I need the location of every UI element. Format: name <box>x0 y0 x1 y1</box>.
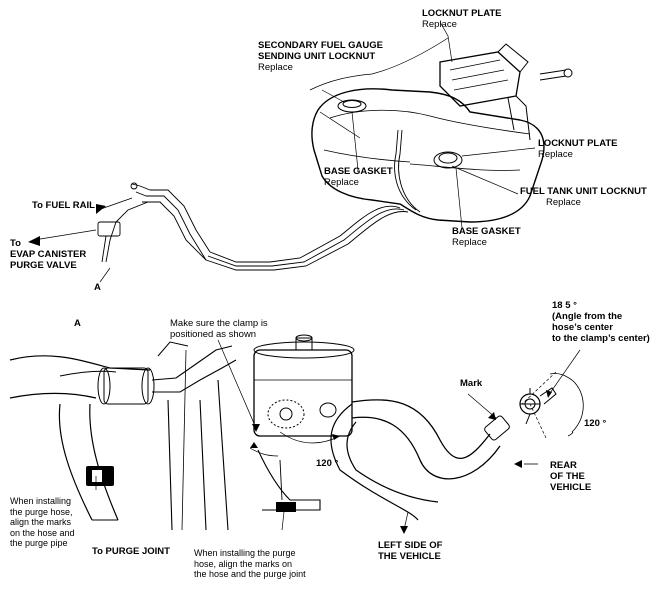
label-note: Replace <box>324 177 359 188</box>
label-line2: positioned as shown <box>170 329 257 340</box>
label-line3: align the marks <box>10 517 72 527</box>
label-line1: When installing <box>10 496 72 506</box>
evap-canister-assembly <box>439 43 573 141</box>
label-note: Replace <box>452 237 487 248</box>
label-line2: hose, align the marks on <box>194 558 293 569</box>
section-label-a: A <box>74 318 81 329</box>
label-line5: the purge pipe <box>10 538 68 548</box>
fuel-lines <box>97 129 421 271</box>
label-line1: (Angle from the <box>552 311 623 322</box>
label-base-gasket-left: BASE GASKET Replace <box>324 166 393 188</box>
label-line2: the purge hose, <box>10 506 73 517</box>
label-to-purge-joint: To PURGE JOINT <box>92 546 170 557</box>
label-clamp-note: Make sure the clamp is positioned as sho… <box>170 318 268 340</box>
label-title: LOCKNUT PLATE <box>538 138 618 149</box>
label-title: FUEL TANK UNIT LOCKNUT <box>520 186 647 197</box>
label-angle-120-center: 120 ° <box>316 458 339 469</box>
label-install-left: When installing the purge hose, align th… <box>10 496 75 549</box>
detail-arrowheads <box>250 390 552 534</box>
fuel-tank <box>311 88 545 223</box>
label-line4: on the hose and <box>10 527 75 538</box>
label-line2: EVAP CANISTER <box>10 249 87 260</box>
label-mark: Mark <box>460 378 483 389</box>
label-install-center: When installing the purge hose, align th… <box>194 548 306 580</box>
label-title: BASE GASKET <box>324 166 393 177</box>
label-note: Replace <box>546 197 581 208</box>
label-note: Replace <box>258 62 293 73</box>
purge-hose <box>330 399 510 521</box>
label-left-side: LEFT SIDE OF THE VEHICLE <box>378 540 442 562</box>
label-line2: OF THE <box>550 471 585 482</box>
label-angle-120-right: 120 ° <box>584 418 607 429</box>
label-locknut-plate-top: LOCKNUT PLATE Replace <box>422 8 502 30</box>
label-title: LOCKNUT PLATE <box>422 8 502 19</box>
label-angle-185: 18 5 ° (Angle from the hose’s center to … <box>552 300 650 344</box>
label-line3: to the clamp’s center) <box>552 333 650 344</box>
label-line1: To <box>10 238 21 249</box>
label-title-line2: SENDING UNIT LOCKNUT <box>258 51 376 62</box>
label-title-line1: SECONDARY FUEL GAUGE <box>258 40 383 51</box>
label-base-gasket-right: BASE GASKET Replace <box>452 226 521 248</box>
label-rear-of-vehicle: REAR OF THE VEHICLE <box>550 460 591 493</box>
label-line3: the hose and the purge joint <box>194 569 306 579</box>
top-arrows <box>28 197 133 283</box>
callout-a-top: A <box>94 282 101 293</box>
label-secondary-locknut: SECONDARY FUEL GAUGE SENDING UNIT LOCKNU… <box>258 40 383 73</box>
label-to-evap: To EVAP CANISTER PURGE VALVE <box>10 238 86 271</box>
top-leaders <box>309 21 536 229</box>
label-title: BASE GASKET <box>452 226 521 237</box>
label-to-fuel-rail: To FUEL RAIL <box>32 200 95 211</box>
label-line1: Make sure the clamp is <box>170 318 268 329</box>
label-line1: When installing the purge <box>194 548 296 558</box>
label-fuel-tank-unit-locknut: FUEL TANK UNIT LOCKNUT Replace <box>520 186 647 208</box>
label-line3: PURGE VALVE <box>10 260 77 271</box>
label-line1: REAR <box>550 460 577 471</box>
clamp-detail <box>519 371 584 439</box>
label-locknut-plate-right: LOCKNUT PLATE Replace <box>538 138 618 160</box>
detail-left-pipes <box>9 341 237 531</box>
label-line2: hose’s center <box>552 322 613 333</box>
label-note: Replace <box>538 149 573 160</box>
label-line1: LEFT SIDE OF <box>378 540 443 551</box>
label-line2: THE VEHICLE <box>378 551 441 562</box>
label-line3: VEHICLE <box>550 482 592 493</box>
detail-canister <box>253 334 355 512</box>
label-note: Replace <box>422 19 457 30</box>
label-value: 18 5 ° <box>552 300 577 311</box>
